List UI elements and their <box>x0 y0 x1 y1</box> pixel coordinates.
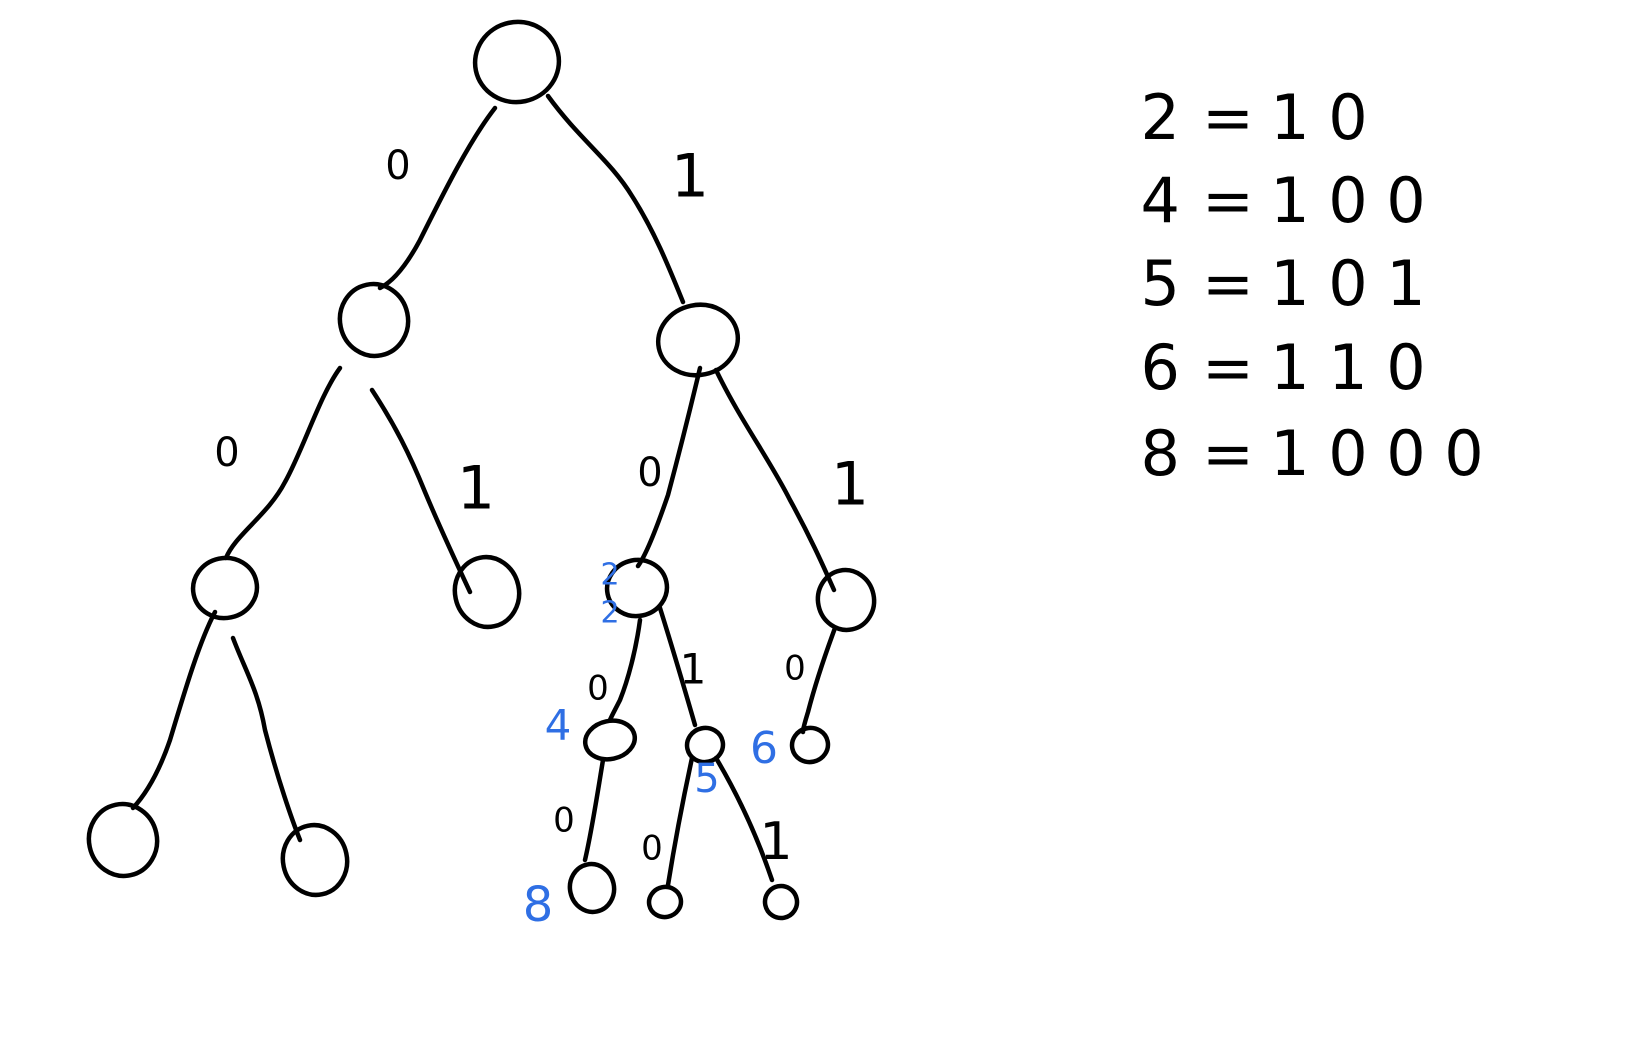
binary-row-bit: 1 <box>1328 331 1367 404</box>
binary-row-decimal: 2 <box>1141 81 1180 154</box>
binary-row-bit: 1 <box>1270 331 1309 404</box>
tree-node-n0 <box>337 281 411 359</box>
edge-bit-label-n0-n01: 1 <box>457 454 495 524</box>
tree-node-n101 <box>684 725 726 765</box>
binary-row-bit: 0 <box>1386 164 1425 237</box>
edge-bit-label-n101-n1011: 1 <box>759 812 792 872</box>
tree-node-n00 <box>190 555 260 621</box>
binary-row-equals: = <box>1202 164 1254 237</box>
edge-n10-n100 <box>607 617 643 723</box>
tree-node-root <box>472 19 562 105</box>
binary-row-bit: 1 <box>1386 247 1425 320</box>
tree-node-n1011 <box>762 883 800 921</box>
edge-root-n0 <box>377 105 498 291</box>
node-annotation-n10-1: 2 <box>600 596 619 631</box>
binary-row-decimal: 6 <box>1141 331 1180 404</box>
edge-n0-n01 <box>369 387 473 595</box>
binary-row-bit: 0 <box>1386 417 1425 490</box>
tree-node-n1 <box>655 302 741 378</box>
edge-n0-n00 <box>223 365 343 561</box>
node-circle-n110 <box>789 725 831 765</box>
node-circle-n1000 <box>567 861 617 915</box>
edge-bit-label-n11-n110: 0 <box>784 649 806 689</box>
nodes-layer <box>86 19 877 921</box>
node-circle-n1 <box>655 302 741 378</box>
node-annotation-n100: 4 <box>545 701 572 750</box>
edge-n101-n1011 <box>713 755 775 883</box>
node-circle-n0 <box>337 281 411 359</box>
edge-root-n1 <box>545 93 686 305</box>
edge-n100-n1000 <box>582 757 606 863</box>
node-circle-n10 <box>604 557 670 619</box>
tree-node-n01 <box>452 554 522 630</box>
edge-bit-label-n101-n1010: 0 <box>641 829 663 869</box>
binary-row-bit: 0 <box>1386 331 1425 404</box>
node-circle-n01 <box>452 554 522 630</box>
node-annotation-n10-0: 2 <box>600 558 619 593</box>
binary-row-bit: 0 <box>1328 164 1367 237</box>
edge-n11-n110 <box>800 625 838 735</box>
node-circle-n101 <box>684 725 726 765</box>
edge-n00-n001 <box>230 635 303 843</box>
binary-row-bit: 0 <box>1328 81 1367 154</box>
labels-layer: 0 1 0 1 0 1 0 1 0 0 0 1 4 56 8 22 <box>214 142 869 933</box>
binary-row-equals: = <box>1202 247 1254 320</box>
node-circle-n1011 <box>762 883 800 921</box>
binary-row-decimal: 8 <box>1141 417 1180 490</box>
binary-row-decimal: 5 <box>1141 247 1180 320</box>
binary-row-equals: = <box>1202 331 1254 404</box>
edge-bit-label-n10-n100: 0 <box>587 669 609 709</box>
edge-bit-label-n100-n1000: 0 <box>553 801 575 841</box>
node-annotation-n1000: 8 <box>523 877 554 933</box>
tree-node-n10 <box>604 557 670 619</box>
node-circle-n1010 <box>646 884 684 920</box>
tree-node-n1000 <box>567 861 617 915</box>
binary-row-bit: 1 <box>1270 81 1309 154</box>
tree-node-n11 <box>815 567 877 633</box>
node-circle-n100 <box>582 718 638 762</box>
edge-n10-n101 <box>657 605 698 728</box>
edges-layer <box>130 93 838 888</box>
edge-n1-n11 <box>713 367 837 593</box>
edge-n101-n1010 <box>665 755 695 888</box>
binary-row-bit: 0 <box>1328 417 1367 490</box>
node-circle-n000 <box>86 801 160 879</box>
binary-row-bit: 0 <box>1444 417 1483 490</box>
binary-row-equals: = <box>1202 417 1254 490</box>
edge-bit-label-root-n1: 1 <box>671 142 709 212</box>
edge-bit-label-root-n0: 0 <box>385 143 410 189</box>
tree-node-n001 <box>280 822 350 898</box>
node-circle-n11 <box>815 567 877 633</box>
edge-n00-n000 <box>130 609 218 811</box>
binary-row-bit: 1 <box>1270 247 1309 320</box>
binary-row-bit: 1 <box>1270 417 1309 490</box>
node-annotation-n110: 6 <box>750 723 778 774</box>
node-circle-n00 <box>190 555 260 621</box>
edge-bit-label-n10-n101: 1 <box>680 645 707 694</box>
tree-node-n1010 <box>646 884 684 920</box>
edge-bit-label-n1-n10: 0 <box>637 450 662 496</box>
binary-row-bit: 1 <box>1270 164 1309 237</box>
node-circle-n001 <box>280 822 350 898</box>
edge-bit-label-n1-n11: 1 <box>831 450 869 520</box>
tree-node-n100 <box>582 718 638 762</box>
node-circle-root <box>472 19 562 105</box>
edge-n1-n10 <box>635 365 703 569</box>
binary-row-bit: 0 <box>1328 247 1367 320</box>
binary-row-equals: = <box>1202 81 1254 154</box>
tree-node-n000 <box>86 801 160 879</box>
node-annotation-n101: 5 <box>694 756 719 802</box>
binary-row-decimal: 4 <box>1141 164 1180 237</box>
edge-bit-label-n0-n00: 0 <box>214 430 239 476</box>
tree-node-n110 <box>789 725 831 765</box>
